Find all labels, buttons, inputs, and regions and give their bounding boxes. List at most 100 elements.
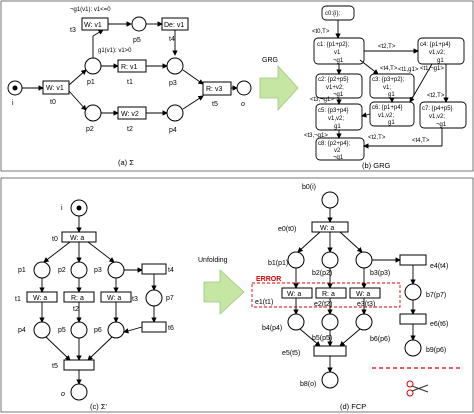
grg-node-c4-line1: v1,v2; [429,50,445,56]
grg-node-c3-line2: g1 [388,92,395,98]
grg-node-c7-line1: v1,v2; [429,114,445,120]
scissors-icon [406,380,429,397]
grg-node-c8-line0: c8: {p2+p4}; [318,141,351,147]
condition-label-b2: b2(p2) [312,270,332,277]
condition-b8 [321,371,339,389]
grg-edge-label-8: <t4,T> [412,138,430,144]
condition-label-b7: b7(p7) [426,292,446,299]
place-p7-c [145,289,163,307]
condition-b5 [321,313,339,331]
transition-id-t2-c: t2 [73,306,79,313]
grg-node-c5-line2: g1 [334,124,341,130]
place-label-p6-c: p6 [94,327,102,334]
place-p2 [84,104,102,122]
transition-t4-c [141,263,167,275]
error-label: ERROR [256,276,281,283]
place-p5 [131,16,147,32]
event-id-e2: e2(t2) [314,301,332,308]
event-id-e5: e5(t5) [282,350,300,357]
grg-node-c1-line1: v1 [334,50,341,56]
grg-node-c7-line2: ¬g1 [436,122,447,128]
place-label-o: o [241,101,245,108]
place-label-i: i [12,100,14,107]
place-label-p1: p1 [87,79,95,86]
transition-t5-c [63,359,95,371]
place-label-p4-c: p4 [18,327,26,334]
grg-node-c3-line1: v1; [383,85,391,91]
place-p5-c [70,321,88,339]
event-e6 [399,313,427,325]
place-label-p2-c: p2 [58,267,66,274]
event-e1 [281,287,313,299]
condition-b9 [404,339,422,357]
bottom-panel-frame [0,177,474,413]
guard-g1: g1(v1): v1>0 [98,48,132,54]
transition-label-t3: W: v1 [84,22,102,29]
grg-node-c4-line0: c4: {p1+p4} [420,42,451,48]
transition-id-t5: t5 [212,101,218,108]
caption-a: (a) Σ [118,158,134,167]
transition-label-t2-c: R: a [71,295,84,302]
event-id-e6: e6(t6) [430,321,448,328]
place-label-p1-c: p1 [18,267,26,274]
panel-b-grg: c0:{i}; <t0,T> c1: {p1+p2}; v1 ¬g1 c4: {… [304,5,467,170]
transition-id-t4: t4 [169,36,175,43]
grg-edge-label-4: <t3,¬g1> [310,97,334,103]
panel-d-fcp: b0(i) W: a e0(t0) b1(p1) b2(p2) b3(p3) E… [251,184,462,411]
condition-b0 [321,191,339,209]
transition-label-t1: R: v1 [121,64,137,71]
panel-a-net: i W: v1 t0 p1 p2 W: v1 t3 ¬g1(v1): v1<=0… [7,7,252,167]
transition-t6-c [141,321,167,333]
condition-b4 [287,313,305,331]
grg-node-c2-line0: c2: {p2+p5} [318,77,349,83]
condition-b1 [287,251,305,269]
event-label-e1: W: a [287,291,301,298]
transition-label-t5: R: v3 [206,86,222,93]
place-label-p5-c: p5 [58,327,66,334]
transition-id-t2: t2 [127,126,133,133]
unfolding-arrow: Unfolding [198,257,245,315]
grg-node-c6-line1: v1,v2; [378,113,394,119]
place-p3 [166,57,184,75]
grg-node-c5-line1: v1,v2; [328,116,344,122]
grg-edge-label-0: <t0,T> [312,29,330,35]
event-label-e3: W: a [356,291,370,298]
event-id-e0: e0(t0) [278,226,296,233]
grg-node-c8-line2: ¬g1 [333,155,344,161]
transition-id-t6-c: t6 [168,325,174,332]
caption-c: (c) Σ' [90,402,107,411]
condition-label-b0: b0(i) [302,184,316,191]
place-p1 [84,57,102,75]
grg-node-c7 [419,101,467,129]
caption-d: (d) FCP [340,402,366,411]
grg-arrow-label: GRG [262,57,278,64]
panel-c-net: i W: a t0 p1 p2 p3 W: a t1 R: a t2 W: a … [15,199,174,411]
condition-label-b1: b1(p1) [268,260,288,267]
transition-t5 [202,81,232,96]
place-label-p3: p3 [169,80,177,87]
transition-id-t1-c: t1 [15,296,21,303]
event-e5 [313,345,347,357]
grg-edge-label-5: <t1,¬g1> [420,66,444,72]
transition-id-t3: t3 [70,27,76,34]
grg-edge-label-6: <t2,T> [427,93,445,99]
condition-label-b4: b4(p4) [262,325,282,332]
place-p4 [166,104,184,122]
condition-b2 [321,251,339,269]
transition-label-t1-c: W: a [33,295,47,302]
condition-b7 [404,283,422,301]
place-label-i-c: i [61,205,63,212]
event-id-e1: e1(t1) [255,299,273,306]
place-label-p7-c: p7 [166,295,174,302]
grg-edge-label-3: <t1,g1> [398,67,419,73]
place-label-p2: p2 [86,126,94,133]
place-p3-c [107,261,125,279]
event-id-e3: e3(t3) [357,301,375,308]
place-o [236,80,252,96]
condition-b6 [355,313,373,331]
place-p1-c [33,261,51,279]
top-panel-frame [0,0,474,172]
token-dot-c [76,205,82,211]
